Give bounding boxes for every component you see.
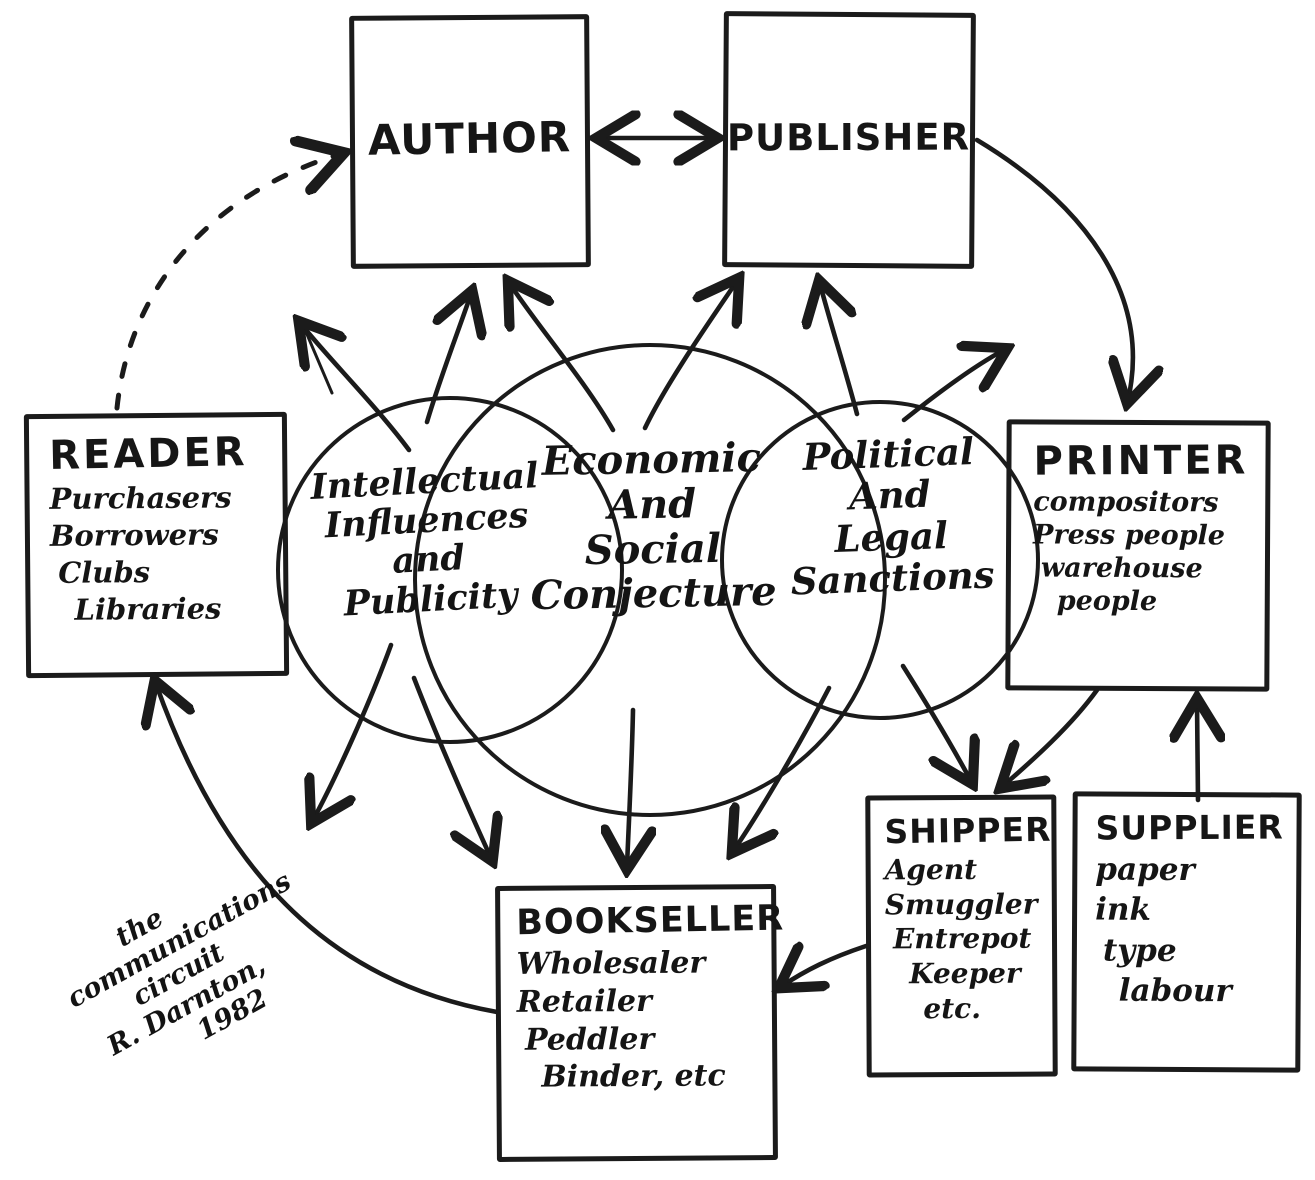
text-line: And xyxy=(607,480,697,529)
text-line: Social xyxy=(584,524,722,574)
text-line: paper xyxy=(1095,851,1195,889)
text-line: Entrepot xyxy=(892,922,1032,956)
text-line: Clubs xyxy=(58,555,151,591)
node-author-title: AUTHOR xyxy=(367,111,572,165)
arrow-cloud-bookseller-3 xyxy=(734,685,832,850)
cloud-lobe-left xyxy=(276,396,624,744)
arrow-cloud-bookseller-2 xyxy=(627,707,633,866)
node-author: AUTHOR xyxy=(349,14,591,269)
text-line: Binder, etc xyxy=(541,1058,726,1096)
node-bookseller-title: BOOKSELLER xyxy=(515,898,785,944)
text-line: Libraries xyxy=(74,591,222,628)
text-line: And xyxy=(848,472,932,519)
text-line: Publicity xyxy=(342,573,519,625)
arrow-reader-author-dashed xyxy=(114,154,340,411)
text-line: Keeper xyxy=(909,956,1021,991)
arrow-publisher-printer xyxy=(974,137,1133,400)
arrow-shipper-bookseller xyxy=(782,946,869,986)
text-line: Wholesaler xyxy=(516,945,706,982)
node-reader-title: READER xyxy=(48,429,249,479)
node-publisher-title: PUBLISHER xyxy=(727,115,971,159)
text-line: Economic xyxy=(541,434,762,485)
arrow-cloud-shipper xyxy=(900,663,971,781)
arrow-cloud-bookseller-1 xyxy=(411,675,491,858)
cloud-lobe-middle xyxy=(413,343,887,817)
arrow-cloud-publisher-1 xyxy=(642,281,737,431)
cloud-lobe-right xyxy=(720,400,1040,720)
arrow-printer-shipper xyxy=(1003,687,1100,786)
text-line: and xyxy=(391,537,466,583)
text-line: warehouse xyxy=(1040,552,1203,585)
node-shipper-title: SHIPPER xyxy=(884,809,1052,852)
arrow-cloud-upleft-second-stroke xyxy=(304,330,334,395)
text-line: compositors xyxy=(1033,486,1219,519)
text-line: Political xyxy=(801,429,975,480)
text-line: type xyxy=(1102,932,1177,969)
text-line: Conjecture xyxy=(530,568,778,620)
text-line: Agent xyxy=(884,852,978,887)
text-line: Smuggler xyxy=(884,887,1038,922)
text-line: Borrowers xyxy=(49,517,219,554)
arrow-cloud-publisher-2 xyxy=(820,284,860,417)
text-line: labour xyxy=(1118,972,1232,1010)
text-line: people xyxy=(1056,585,1158,617)
node-supplier-title: SUPPLIER xyxy=(1095,807,1284,848)
arrow-supplier-printer xyxy=(1197,702,1198,803)
arrow-cloud-downleft xyxy=(313,642,394,820)
text-line: Influences xyxy=(323,494,530,547)
node-publisher: PUBLISHER xyxy=(722,11,976,269)
arrow-cloud-printer xyxy=(901,350,1004,423)
node-printer-title: PRINTER xyxy=(1033,437,1249,485)
arrow-cloud-author-2 xyxy=(510,284,616,433)
text-line: Peddler xyxy=(524,1021,655,1058)
text-line: Sanctions xyxy=(790,552,996,604)
text-line: Purchasers xyxy=(49,480,232,516)
text-line: ink xyxy=(1095,891,1152,929)
text-line: Retailer xyxy=(516,983,652,1020)
arrow-bookseller-reader xyxy=(156,684,500,1015)
arrow-cloud-upleft xyxy=(301,324,412,453)
arrow-cloud-author-1 xyxy=(424,294,471,425)
text-line: Press people xyxy=(1033,519,1226,552)
text-line: Legal xyxy=(833,512,949,561)
text-line: etc. xyxy=(923,991,982,1026)
